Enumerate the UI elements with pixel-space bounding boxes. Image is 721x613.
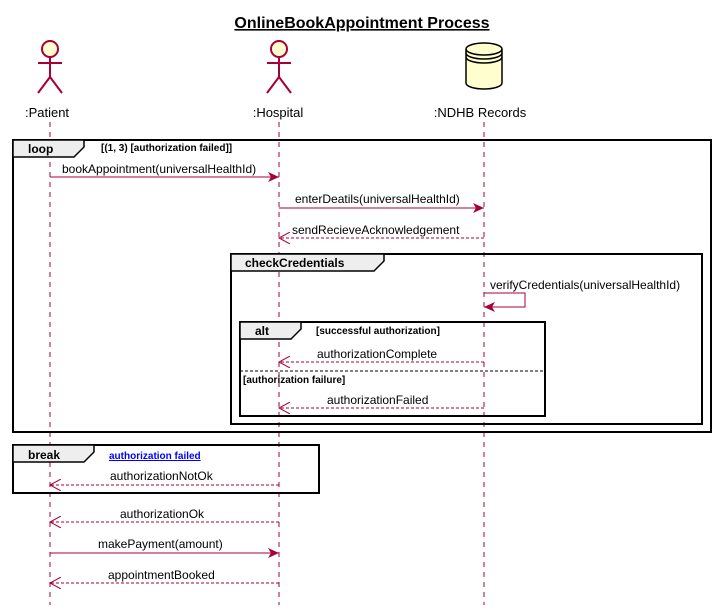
message-send-acknowledgement: sendRecieveAcknowledgement: [279, 223, 484, 238]
message-enter-details: enterDeatils(universalHealthId): [279, 192, 484, 213]
database-icon: [465, 42, 503, 90]
break-fragment: break authorization failed: [12, 444, 320, 494]
loop-keyword: loop: [28, 142, 53, 156]
loop-guard: [(1, 3) [authorization failed]]: [101, 143, 232, 154]
check-credentials-group: checkCredentials: [230, 253, 703, 425]
loop-fragment: loop [(1, 3) [authorization failed]]: [12, 139, 712, 433]
alt-fragment: alt [successful authorization] [authoriz…: [239, 321, 546, 417]
participant-label-hospital: :Hospital: [253, 105, 304, 120]
message-label: makePayment(amount): [98, 537, 223, 551]
actor-icon: [266, 40, 292, 94]
message-label: authorizationFailed: [327, 393, 428, 407]
participant-ndhb: :NDHB Records: [434, 42, 527, 120]
message-label: appointmentBooked: [108, 568, 215, 582]
break-tab: [12, 444, 95, 463]
message-appointment-booked: appointmentBooked: [50, 568, 279, 583]
break-guard-link[interactable]: authorization failed: [109, 451, 201, 462]
message-label: authorizationNotOk: [110, 469, 214, 483]
participant-patient: :Patient: [25, 40, 69, 120]
message-book-appointment: bookAppointment(universalHealthId): [50, 162, 279, 182]
message-authorization-not-ok: authorizationNotOk: [50, 469, 279, 485]
message-authorization-failed: authorizationFailed: [279, 393, 484, 408]
message-label: enterDeatils(universalHealthId): [295, 192, 460, 206]
actor-icon: [37, 40, 63, 94]
message-label: authorizationOk: [120, 507, 205, 521]
alt-keyword: alt: [255, 324, 269, 338]
break-keyword: break: [28, 448, 60, 462]
diagram-title: OnlineBookAppointment Process: [234, 15, 489, 32]
group-keyword: checkCredentials: [245, 256, 345, 270]
group-tab: [230, 253, 385, 272]
message-label: verifyCredentials(universalHealthId): [490, 278, 680, 292]
alt-guard: [successful authorization]: [316, 326, 440, 337]
message-make-payment: makePayment(amount): [50, 537, 279, 558]
participant-label-ndhb: :NDHB Records: [434, 105, 527, 120]
participant-label-patient: :Patient: [25, 105, 69, 120]
message-label: bookAppointment(universalHealthId): [62, 162, 256, 176]
message-authorization-complete: authorizationComplete: [279, 347, 484, 362]
alt-tab: [239, 321, 302, 340]
message-label: authorizationComplete: [317, 347, 437, 361]
message-verify-credentials: verifyCredentials(universalHealthId): [484, 278, 680, 312]
alt-else-guard: [authorization failure]: [243, 375, 345, 386]
participant-hospital: :Hospital: [253, 40, 304, 120]
loop-tab: [12, 139, 85, 158]
message-authorization-ok: authorizationOk: [50, 507, 279, 522]
message-label: sendRecieveAcknowledgement: [292, 223, 460, 237]
